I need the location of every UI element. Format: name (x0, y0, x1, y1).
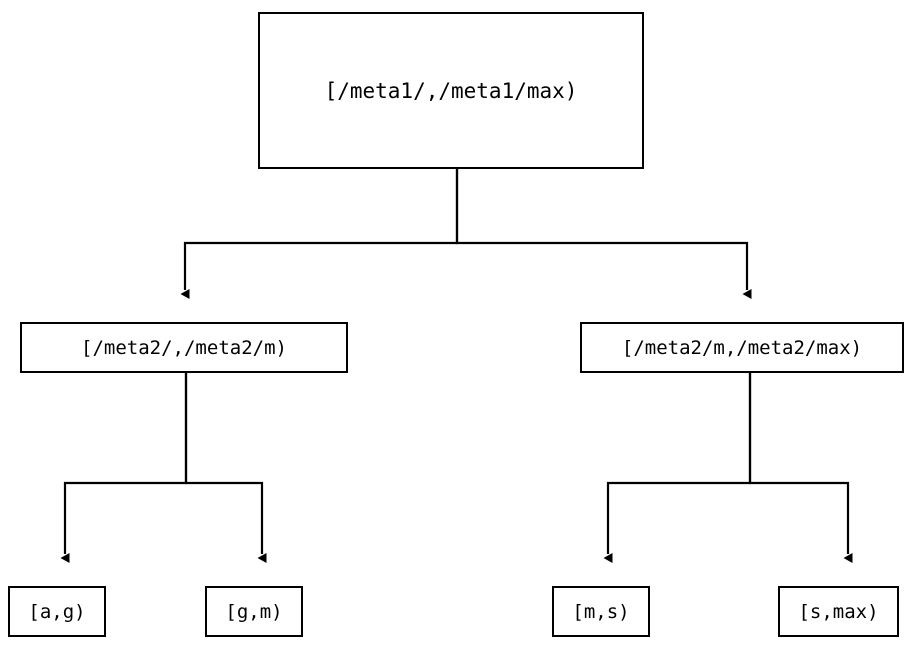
node-leaf-smax-label: [s,max) (798, 600, 879, 623)
node-root: [/meta1/,/meta1/max) (258, 12, 644, 169)
node-root-label: [/meta1/,/meta1/max) (324, 78, 578, 103)
node-mid-left: [/meta2/,/meta2/m) (20, 322, 348, 373)
node-mid-right: [/meta2/m,/meta2/max) (580, 322, 904, 373)
node-mid-left-label: [/meta2/,/meta2/m) (81, 336, 287, 359)
edge-root-to-mid-right (455, 169, 752, 299)
edge-mid-left-to-leaf-ag (60, 373, 188, 563)
edge-mid-right-to-leaf-ms (603, 373, 752, 563)
node-leaf-gm-label: [g,m) (225, 600, 283, 623)
edge-mid-left-to-leaf-gm (184, 373, 267, 563)
node-leaf-ag-label: [a,g) (28, 600, 86, 623)
node-leaf-ms-label: [m,s) (572, 600, 630, 623)
node-leaf-gm: [g,m) (205, 586, 303, 637)
edge-mid-right-to-leaf-smax (748, 373, 853, 563)
node-leaf-smax: [s,max) (778, 586, 899, 637)
node-leaf-ag: [a,g) (8, 586, 106, 637)
node-mid-right-label: [/meta2/m,/meta2/max) (621, 336, 863, 359)
node-leaf-ms: [m,s) (552, 586, 650, 637)
edge-root-to-mid-left (180, 169, 459, 299)
